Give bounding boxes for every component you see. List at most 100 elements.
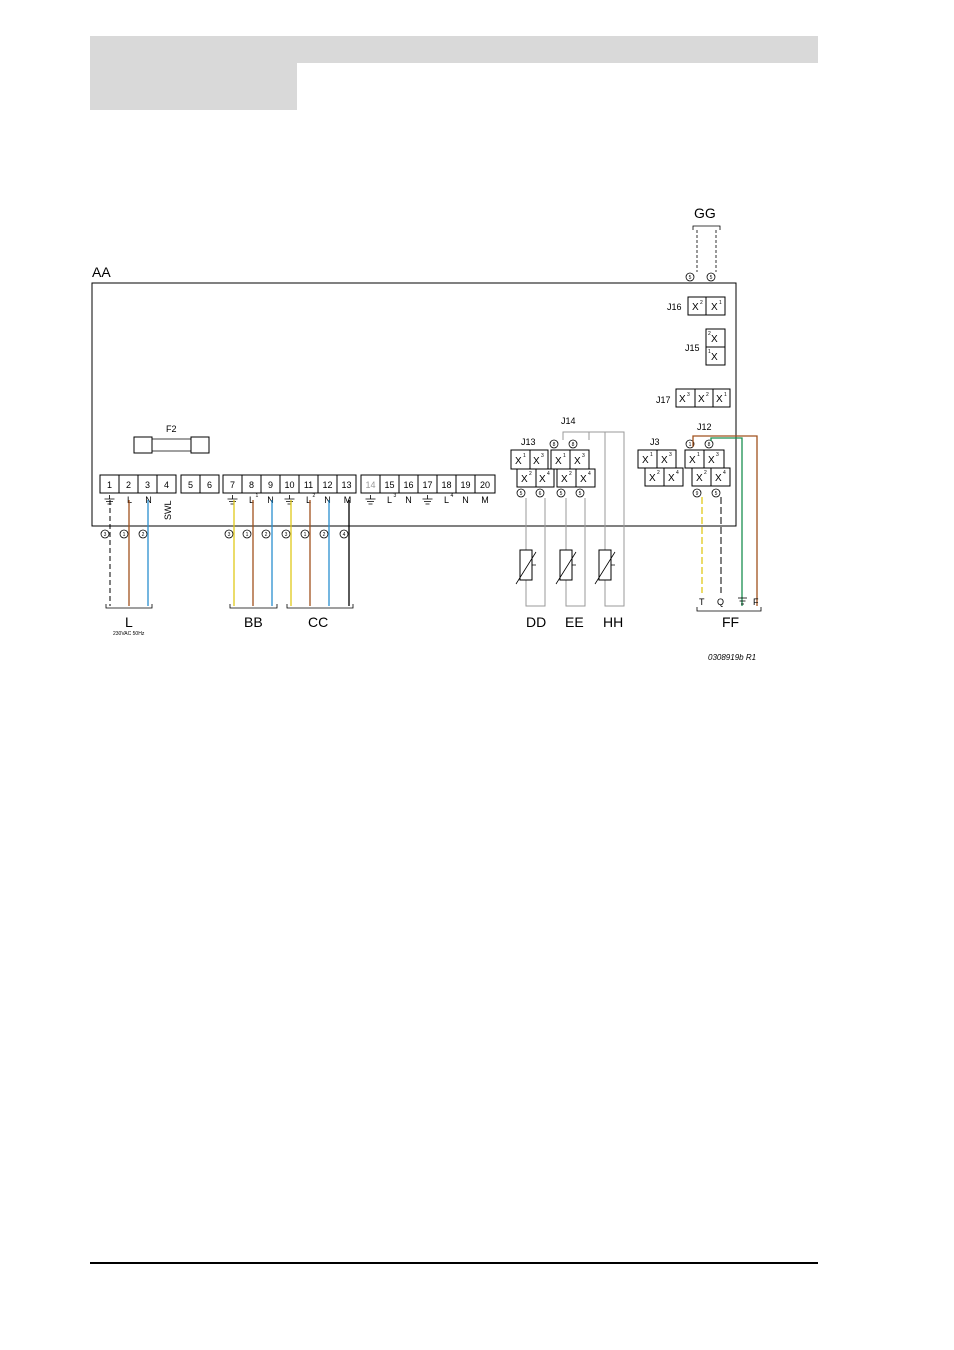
terminal-6 (199, 474, 220, 494)
connector-label-j14: J14 (561, 416, 576, 426)
gg-bracket (692, 225, 721, 230)
svg-text:X: X (679, 394, 686, 405)
svg-text:9: 9 (696, 491, 699, 497)
header-bar (90, 36, 818, 63)
svg-text:X: X (698, 394, 705, 405)
ground-symbol (104, 495, 115, 505)
svg-text:3: 3 (541, 453, 544, 459)
svg-text:1: 1 (708, 349, 711, 355)
svg-text:3: 3 (687, 392, 690, 398)
svg-text:X: X (689, 455, 696, 466)
wires-bb: 3 1 2 (224, 500, 278, 609)
group-label-hh: HH (603, 614, 623, 630)
j17-x1 (712, 388, 731, 408)
terminal-number: 8 (249, 480, 254, 490)
svg-text:X: X (711, 352, 718, 363)
svg-text:2: 2 (657, 470, 660, 476)
terminal-number: 15 (384, 480, 394, 490)
svg-text:6: 6 (539, 491, 542, 497)
swl-label: SWL (163, 500, 173, 520)
svg-text:X: X (708, 455, 715, 466)
sensor-hh (594, 549, 616, 585)
terminal-20 (474, 474, 496, 494)
terminal-number: 14 (365, 480, 375, 490)
svg-text:4: 4 (451, 493, 454, 499)
svg-text:X: X (533, 456, 540, 467)
svg-text:5: 5 (579, 491, 582, 497)
terminal-number: 9 (268, 480, 273, 490)
svg-text:2: 2 (700, 300, 703, 306)
group-label-l: L (125, 614, 133, 630)
sensor-ee (555, 549, 577, 585)
terminal-sublabel: L (387, 495, 392, 505)
svg-text:8: 8 (708, 442, 711, 448)
wires-cc: 3 1 2 4 (281, 500, 354, 609)
svg-text:X: X (715, 473, 722, 484)
board-label: AA (92, 264, 111, 280)
svg-text:2: 2 (706, 392, 709, 398)
svg-text:1: 1 (523, 453, 526, 459)
group-label-ff: FF (722, 614, 739, 630)
fuse-f2 (133, 436, 210, 454)
svg-text:X: X (711, 302, 718, 313)
terminal-number: 10 (284, 480, 294, 490)
j15-x1 (705, 346, 726, 366)
connector-label-j13: J13 (521, 437, 536, 447)
ff-pin-f: F (753, 597, 759, 607)
connector-label-j15: J15 (685, 343, 700, 353)
fuse-label: F2 (166, 424, 177, 434)
svg-text:1: 1 (304, 532, 307, 538)
svg-text:2: 2 (708, 331, 711, 337)
connector-label-j17: J17 (656, 395, 671, 405)
svg-text:5: 5 (715, 491, 718, 497)
control-board (91, 282, 737, 527)
terminal-sublabel: N (267, 495, 274, 505)
svg-text:1: 1 (246, 532, 249, 538)
terminal-number: 11 (304, 480, 313, 490)
group-label-ee: EE (565, 614, 584, 630)
svg-text:2: 2 (569, 471, 572, 477)
terminal-number: 13 (341, 480, 351, 490)
svg-text:1: 1 (719, 300, 722, 306)
svg-text:5: 5 (520, 491, 523, 497)
terminal-number: 19 (460, 480, 470, 490)
terminal-sublabel: M (481, 495, 489, 505)
svg-text:X: X (580, 474, 587, 485)
group-label-dd: DD (526, 614, 546, 630)
svg-text:1: 1 (724, 392, 727, 398)
svg-text:2: 2 (529, 471, 532, 477)
terminal-number: 1 (107, 480, 112, 490)
ff-pin-t: T (699, 597, 705, 607)
terminal-number: 17 (422, 480, 432, 490)
connector-label-j16: J16 (667, 302, 682, 312)
svg-text:3: 3 (394, 493, 397, 499)
terminal-sublabel: L (306, 495, 311, 505)
connector-label-j3: J3 (650, 437, 660, 447)
terminal-number: 2 (126, 480, 131, 490)
svg-text:8: 8 (553, 442, 556, 448)
wires-l: 3 1 2 (100, 500, 153, 609)
svg-text:X: X (696, 473, 703, 484)
svg-text:5: 5 (560, 491, 563, 497)
group-label-gg: GG (694, 205, 716, 221)
footer-rule (90, 1262, 818, 1264)
terminal-number: 5 (188, 480, 193, 490)
svg-text:X: X (711, 334, 718, 345)
svg-text:8: 8 (572, 442, 575, 448)
svg-text:4: 4 (723, 470, 726, 476)
ff-pin-q: Q (717, 597, 724, 607)
terminal-sublabel: M (344, 495, 352, 505)
svg-text:X: X (692, 302, 699, 313)
group-label-bb: BB (244, 614, 263, 630)
terminal-4 (156, 474, 177, 494)
power-note: 230VAC 50Hz (113, 631, 145, 637)
terminal-number: 18 (441, 480, 451, 490)
svg-text:5: 5 (710, 275, 713, 281)
terminal-number: 4 (164, 480, 169, 490)
svg-text:X: X (539, 474, 546, 485)
terminal-number: 16 (403, 480, 413, 490)
